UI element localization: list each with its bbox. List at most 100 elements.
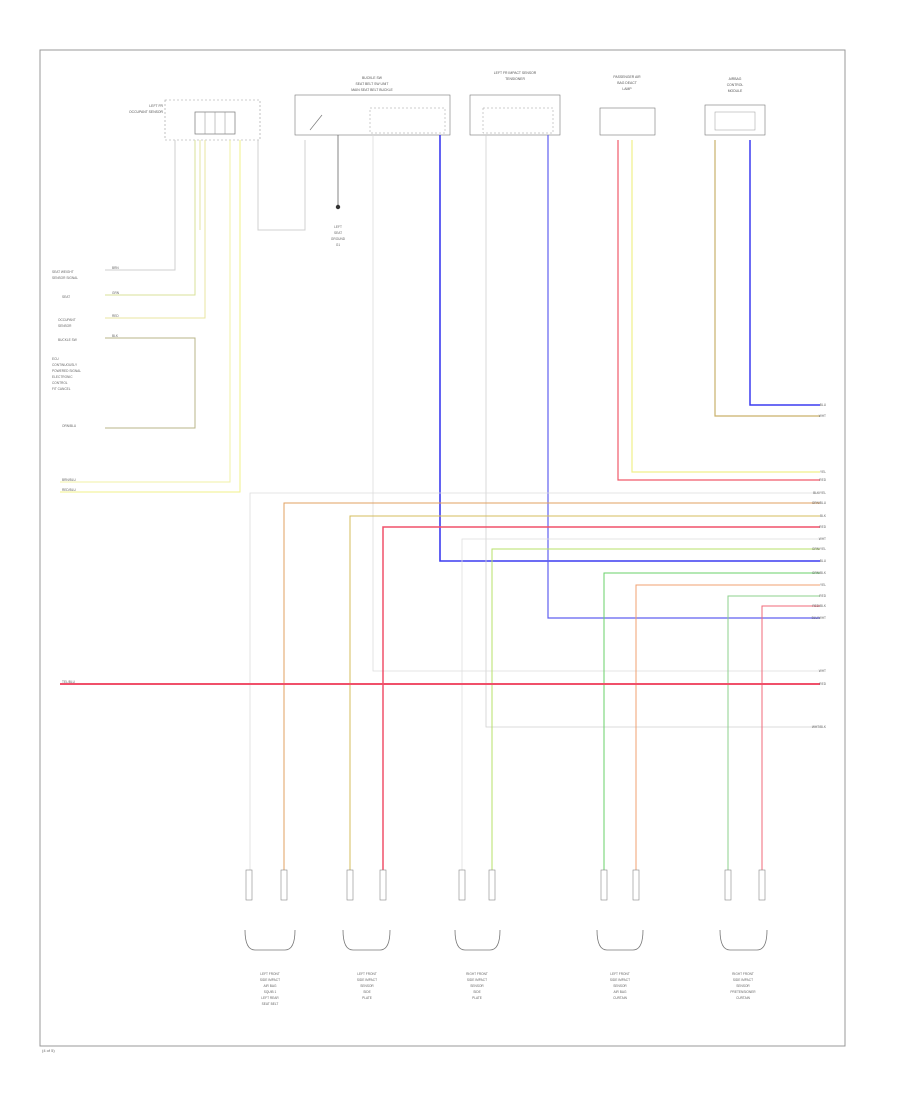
right-wire-tag-1: BLU [820, 403, 827, 407]
mid-module-label-1: PASSENGER AIR [613, 75, 641, 79]
sensor-3-label-3: SENSOR [470, 984, 484, 988]
left-label-seat: SEAT [62, 295, 70, 299]
ground-label-1: LEFT [334, 225, 342, 229]
right-wire-tag-15: RED/BLK [812, 604, 827, 608]
sensor-5-label-2: SIDE IMPACT [733, 978, 753, 982]
diagram-frame [39, 49, 846, 1047]
ground-symbol: LEFT SEAT GROUND G1 [331, 135, 346, 247]
sensor-1-label-1: LEFT FRONT [260, 972, 280, 976]
right-wire-tag-13: YEL [820, 583, 826, 587]
left-wire-tag-1: BRN [112, 266, 119, 270]
right-wire-tag-17: WHT [819, 669, 826, 673]
left-label-ecu-1: ECU [52, 357, 59, 361]
left-label-occupant-2: SENSOR [58, 324, 72, 328]
right-wire-tag-8: RED [819, 525, 826, 529]
sensor-4-label-4: AIR BAG [614, 990, 627, 994]
buckle-switch-module: BUCKLE SW SEAT BELT SW UNIT MAIN SEAT BE… [294, 76, 451, 136]
front-module-label-2: TENSIONER [505, 77, 525, 81]
left-module-label-2: OCCUPANT SENSOR [129, 110, 164, 114]
sensor-2-label-5: PLATE [362, 996, 372, 1000]
left-wire-tags: BRN GRN RED BLK ORN/BLU BRN/BLU RED/BLU … [62, 266, 120, 684]
sensor-4-label-2: SIDE IMPACT [610, 978, 630, 982]
left-module: LEFT FR OCCUPANT SENSOR [129, 99, 261, 141]
left-label-ecu-5: CONTROL [52, 381, 68, 385]
right-module-label-2: CONTROL [727, 83, 744, 87]
right-wire-tag-18: RED [819, 682, 826, 686]
right-wire-tag-9: WHT [819, 537, 826, 541]
right-wire-tag-16: BLU/WHT [812, 616, 826, 620]
sensor-1-label-6: SEAT BELT [262, 1002, 279, 1006]
ground-label-4: G1 [336, 243, 340, 247]
page-footer: (4 of 5) [42, 1048, 55, 1053]
bottom-sensor-4: LEFT FRONT SIDE IMPACT SENSOR AIR BAG CU… [596, 869, 644, 1000]
bottom-sensor-2: LEFT FRONT SIDE IMPACT SENSOR SIDE PLATE [342, 869, 391, 1000]
bottom-sensor-3: RIGHT FRONT SIDE IMPACT SENSOR SIDE PLAT… [454, 869, 501, 1000]
sensor-4-label-3: SENSOR [613, 984, 627, 988]
right-wire-tag-14: RED [819, 594, 826, 598]
left-labels: SEAT WEIGHT SENSOR SIGNAL SEAT OCCUPANT … [52, 270, 81, 391]
sensor-2-label-1: LEFT FRONT [357, 972, 377, 976]
left-label-buckle: BUCKLE SW [58, 338, 77, 342]
sensor-2-label-3: SENSOR [360, 984, 374, 988]
sensor-1-label-3: AIR BAG [264, 984, 277, 988]
sensor-5-label-4: PRETENSIONER [730, 990, 756, 994]
harness-wires [60, 135, 820, 870]
sensor-3-label-2: SIDE IMPACT [467, 978, 487, 982]
right-wire-tag-11: BLU [820, 559, 827, 563]
sensor-2-label-4: SIDE [363, 990, 370, 994]
left-label-ecu-2: CONTINUOUSLY [52, 363, 78, 367]
front-module-label-1: LEFT FR IMPACT SENSOR [494, 71, 537, 75]
bottom-sensor-1: LEFT FRONT SIDE IMPACT AIR BAG SQUIB 1 L… [244, 869, 296, 1006]
buckle-module-label-2: SEAT BELT SW UNIT [356, 82, 389, 86]
sensor-1-label-5: LEFT REAR [261, 996, 279, 1000]
mid-module-label-2: BAG DEACT [617, 81, 637, 85]
left-label-occupant-1: OCCUPANT [58, 318, 76, 322]
sensor-2-label-2: SIDE IMPACT [357, 978, 377, 982]
sensor-5-label-1: RIGHT FRONT [732, 972, 754, 976]
sensor-5-label-3: SENSOR [736, 984, 750, 988]
left-module-wires [60, 140, 306, 493]
left-label-ecu-3: POWERED SIGNAL [52, 369, 81, 373]
buckle-module-label-1: BUCKLE SW [362, 76, 383, 80]
right-wire-tag-4: RED [819, 478, 826, 482]
left-wire-tag-4: BLK [112, 334, 119, 338]
left-label-seat-weight-2: SENSOR SIGNAL [52, 276, 78, 280]
left-wire-tag-7: RED/BLU [62, 488, 77, 492]
sensor-4-label-1: LEFT FRONT [610, 972, 630, 976]
left-wire-tag-8: TEL/BLU [62, 680, 76, 684]
left-wire-tag-3: RED [112, 314, 119, 318]
ground-label-2: SEAT [334, 231, 342, 235]
right-wire-tag-7: BLK [820, 514, 827, 518]
sensor-1-label-4: SQUIB 1 [264, 990, 277, 994]
right-wire-tag-2: WHT [819, 414, 826, 418]
sensor-3-label-1: RIGHT FRONT [466, 972, 488, 976]
bottom-sensor-5: RIGHT FRONT SIDE IMPACT SENSOR PRETENSIO… [719, 869, 768, 1000]
deact-lamp-module: PASSENGER AIR BAG DEACT LAMP [599, 75, 656, 136]
right-wire-tag-5: BLK/YEL [813, 491, 826, 495]
left-wire-tag-2: GRN [112, 291, 120, 295]
left-label-ecu-6: FIT CANCEL [52, 387, 71, 391]
right-module-label-3: MODULE [728, 89, 743, 93]
right-module-label-1: AIRBAG [729, 77, 742, 81]
sensor-3-label-5: PLATE [472, 996, 482, 1000]
right-wire-tag-19: WHT/BLK [812, 725, 827, 729]
front-impact-module: LEFT FR IMPACT SENSOR TENSIONER [469, 71, 561, 136]
airbag-control-module: AIRBAG CONTROL MODULE [704, 77, 766, 136]
right-wire-tag-3: YEL [820, 470, 826, 474]
left-module-label-1: LEFT FR [149, 104, 163, 108]
left-wire-tag-5: ORN/BLU [62, 424, 77, 428]
left-label-ecu-4: ELECTRONIC [52, 375, 73, 379]
right-wire-tag-10: GRN/YEL [812, 547, 826, 551]
sensor-4-label-5: CURTAIN [613, 996, 628, 1000]
right-wire-tag-12: GRN/BLK [812, 571, 827, 575]
right-wire-tags: BLU WHT YEL RED BLK/YEL GRN/BLU BLK RED … [812, 403, 827, 729]
sensor-3-label-4: SIDE [473, 990, 480, 994]
left-wire-tag-6: BRN/BLU [62, 478, 77, 482]
left-label-seat-weight-1: SEAT WEIGHT [52, 270, 74, 274]
mid-module-label-3: LAMP [622, 87, 632, 91]
sensor-5-label-5: CURTAIN [736, 996, 751, 1000]
buckle-module-label-3: MAIN SEAT BELT BUCKLE [351, 88, 393, 92]
right-wire-tag-6: GRN/BLU [812, 501, 827, 505]
ground-label-3: GROUND [331, 237, 346, 241]
